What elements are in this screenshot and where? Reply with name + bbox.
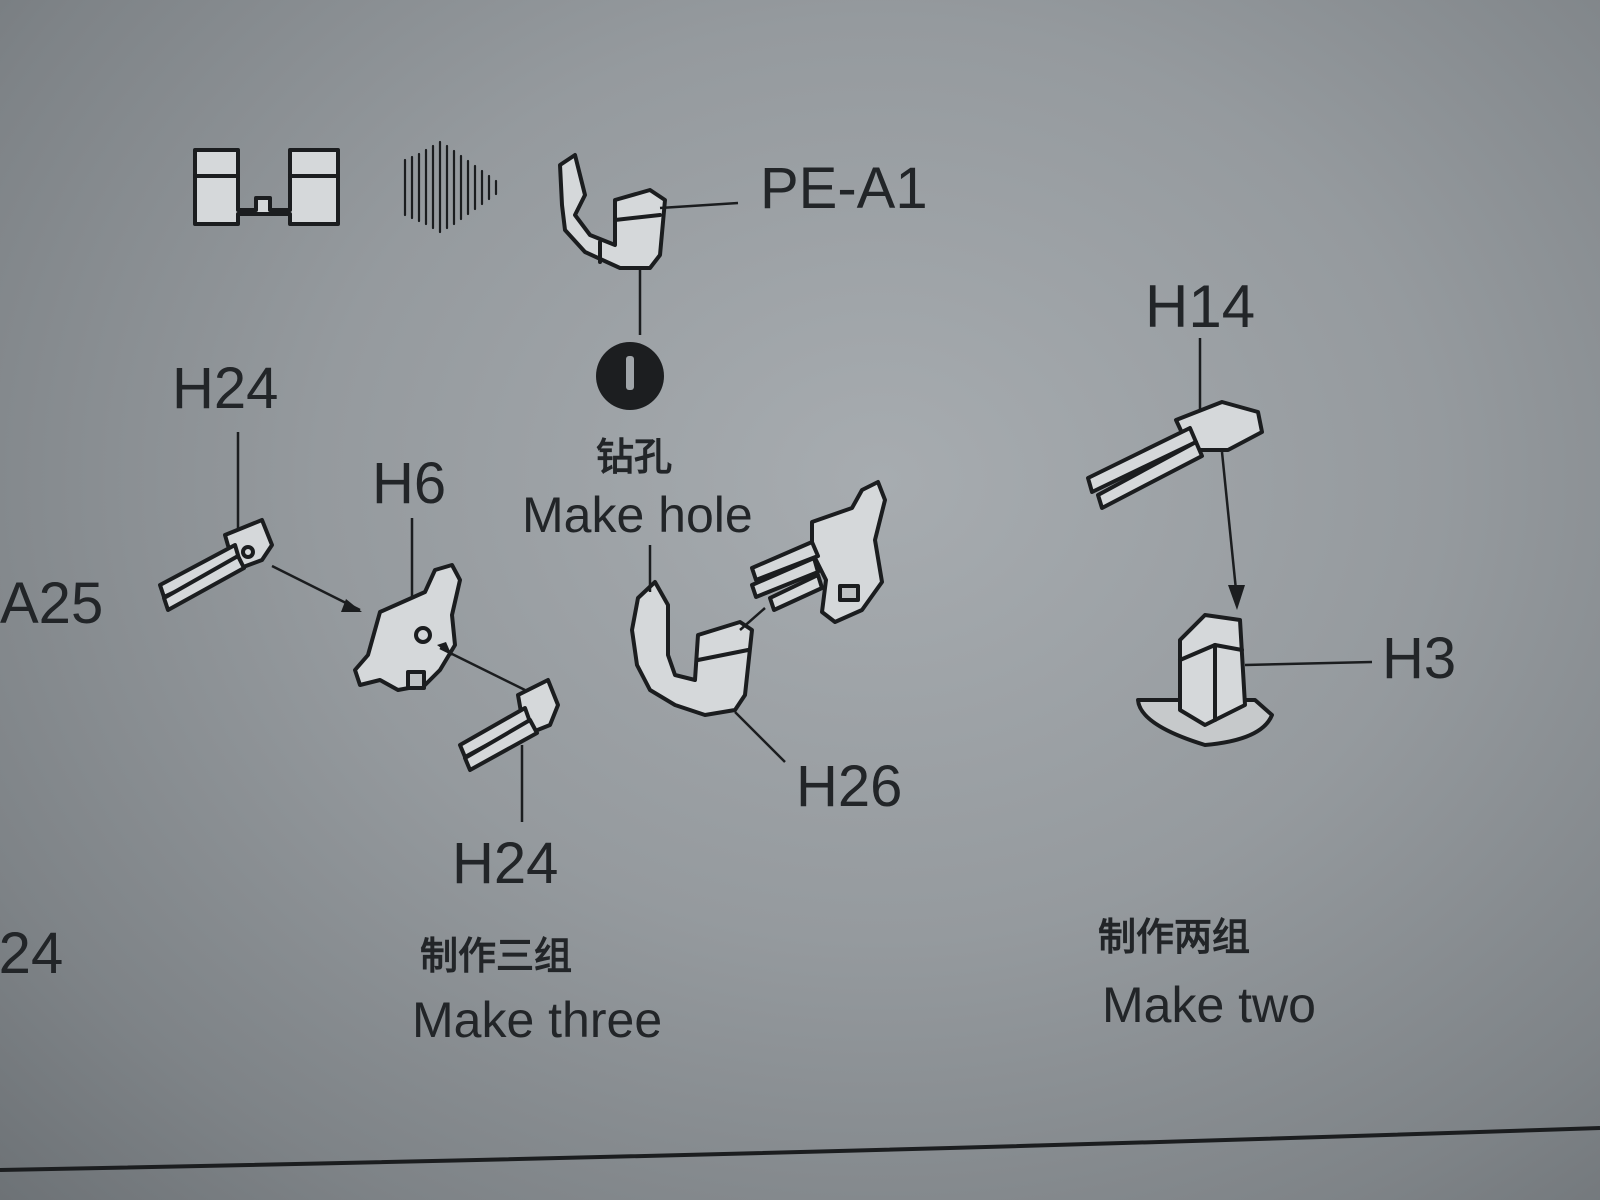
part-label-h24-bottom: H24 xyxy=(452,831,559,896)
make-three-english: Make three xyxy=(412,992,663,1048)
bent-pe-part-icon xyxy=(558,153,667,270)
make-two-english: Make two xyxy=(1102,977,1316,1033)
part-label-a25: A25 xyxy=(0,571,104,636)
gun-shield-icon xyxy=(630,580,754,717)
drill-note-chinese: 钻孔 xyxy=(596,435,673,479)
make-two-chinese: 制作两组 xyxy=(1098,915,1251,959)
part-label-h6: H6 xyxy=(372,451,447,516)
drill-note-english: Make hole xyxy=(522,487,753,543)
part-label-h26: H26 xyxy=(796,754,903,819)
gun-barrel-icon xyxy=(158,518,274,612)
gun-barrel-icon xyxy=(1086,400,1264,510)
before-part-icon xyxy=(193,148,340,226)
gun-mount-icon xyxy=(353,563,462,692)
gun-mount-icon xyxy=(750,480,887,624)
part-label-a24-partial: A24 xyxy=(0,921,64,986)
part-label-h14: H14 xyxy=(1145,273,1256,340)
pedestal-icon xyxy=(1136,613,1274,747)
drill-icon xyxy=(596,342,664,410)
part-label-pe-a1: PE-A1 xyxy=(760,156,928,221)
transform-arrow-icon xyxy=(403,140,498,234)
part-label-h3: H3 xyxy=(1382,626,1457,691)
gun-barrel-icon xyxy=(458,678,560,772)
make-three-chinese: 制作三组 xyxy=(420,934,573,978)
part-label-h24-top: H24 xyxy=(172,356,279,421)
